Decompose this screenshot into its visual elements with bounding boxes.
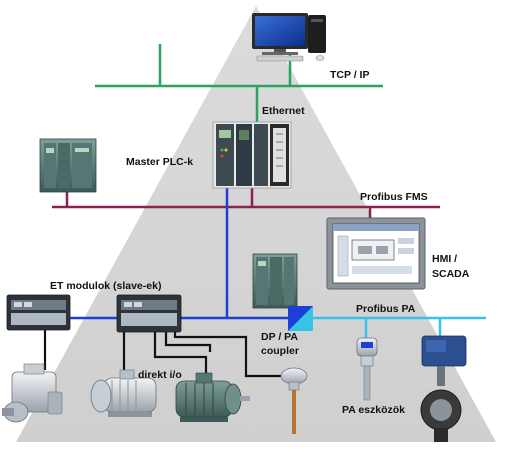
desktop-computer-icon xyxy=(252,13,326,62)
et-modules-label: ET modulok (slave-ek) xyxy=(50,280,161,292)
et-module-icon xyxy=(6,294,71,331)
plc-rack-icon xyxy=(212,121,292,189)
temperature-sensor-icon xyxy=(280,367,308,434)
profibus-fms-label: Profibus FMS xyxy=(360,191,428,203)
motor-icon xyxy=(175,372,250,422)
hmi-label: HMI / xyxy=(432,253,457,265)
ethernet-label: Ethernet xyxy=(262,105,305,117)
motor-icon xyxy=(2,363,63,423)
profibus-pa-network xyxy=(308,316,486,338)
profibus-fms-network xyxy=(52,188,440,218)
profibus-pa-label: Profibus PA xyxy=(356,303,416,315)
valve-actuator-icon xyxy=(420,335,467,442)
dp-pa-label: DP / PA xyxy=(261,331,298,343)
tcp-ip-label: TCP / IP xyxy=(330,69,369,81)
coupler-label: coupler xyxy=(261,345,299,357)
plc-module-icon xyxy=(252,253,298,309)
plc-module-icon xyxy=(39,138,97,193)
direct-io-wiring xyxy=(43,330,292,380)
hmi-panel-icon xyxy=(326,217,426,290)
dp-pa-coupler-icon xyxy=(288,306,313,331)
pa-devices-label: PA eszközök xyxy=(342,404,405,416)
scada-label: SCADA xyxy=(432,268,470,280)
motor-icon xyxy=(90,369,157,417)
direct-io-label: direkt i/o xyxy=(138,369,182,381)
et-module-icon xyxy=(116,294,182,333)
level-transmitter-icon xyxy=(356,337,378,401)
master-plc-label: Master PLC-k xyxy=(126,156,193,168)
pyramid-background xyxy=(16,6,496,442)
